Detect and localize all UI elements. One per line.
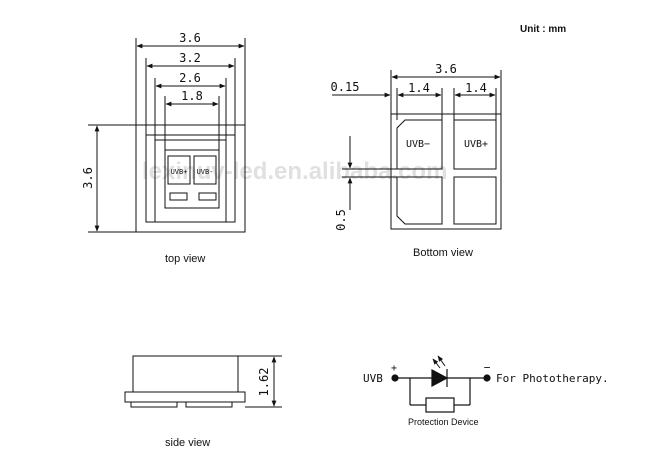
circuit-minus-sign: − [484,361,491,374]
side-body [132,355,239,393]
top-die-area [164,149,220,209]
protection-device-label: Protection Device [408,417,479,427]
circuit-node-right [483,374,491,382]
dim-top-3-6: 3.6 [179,31,201,45]
circuit-diagram [391,355,491,413]
bottom-pad-right-label: UVB+ [464,139,488,150]
top-view-caption: top view [165,253,206,265]
top-pad-left-label: UVB+ [171,168,188,176]
side-view [124,355,282,408]
bottom-package-outline [390,113,502,230]
top-pad-right [193,155,217,185]
led-symbol [431,369,449,387]
top-pad-left [167,155,191,185]
side-base [124,391,246,403]
dim-bottom-offset: 0.15 [331,80,360,94]
bottom-view [332,70,502,230]
circuit-right-label: For Phototherapy. [496,372,609,385]
circuit-left-label: UVB [363,372,383,385]
top-view [88,38,246,233]
dim-bottom-pad-b: 1.4 [465,81,487,95]
dim-side-height: 1.62 [257,368,271,397]
side-view-caption: side view [165,437,211,449]
dim-bottom-width: 3.6 [435,62,457,76]
dim-bottom-gap: 0.5 [334,209,348,231]
dim-bottom-pad-a: 1.4 [408,81,430,95]
side-lead-right [185,401,233,408]
unit-label: Unit : mm [520,24,567,35]
bottom-pad-left-label: UVB− [406,139,430,150]
bottom-pad-top-left [396,119,443,170]
protection-device [425,397,455,413]
dim-top-1-8: 1.8 [181,89,203,103]
dim-top-height: 3.6 [81,167,95,189]
dim-top-2-6: 2.6 [179,71,201,85]
circuit-plus-sign: + [391,363,397,374]
top-pad-right-label: UVB- [197,168,214,176]
dim-top-3-2: 3.2 [179,51,201,65]
circuit-node-left [391,374,399,382]
top-package-outline [135,124,246,233]
side-lead-left [130,401,178,408]
bottom-view-caption: Bottom view [413,247,473,259]
bottom-pad-bottom-right [453,176,497,225]
bottom-pad-bottom-left [396,176,443,225]
top-lead-left [169,192,188,201]
top-chip-frame [154,139,227,223]
top-lead-right [198,192,217,201]
bottom-pad-top-right [453,119,497,170]
